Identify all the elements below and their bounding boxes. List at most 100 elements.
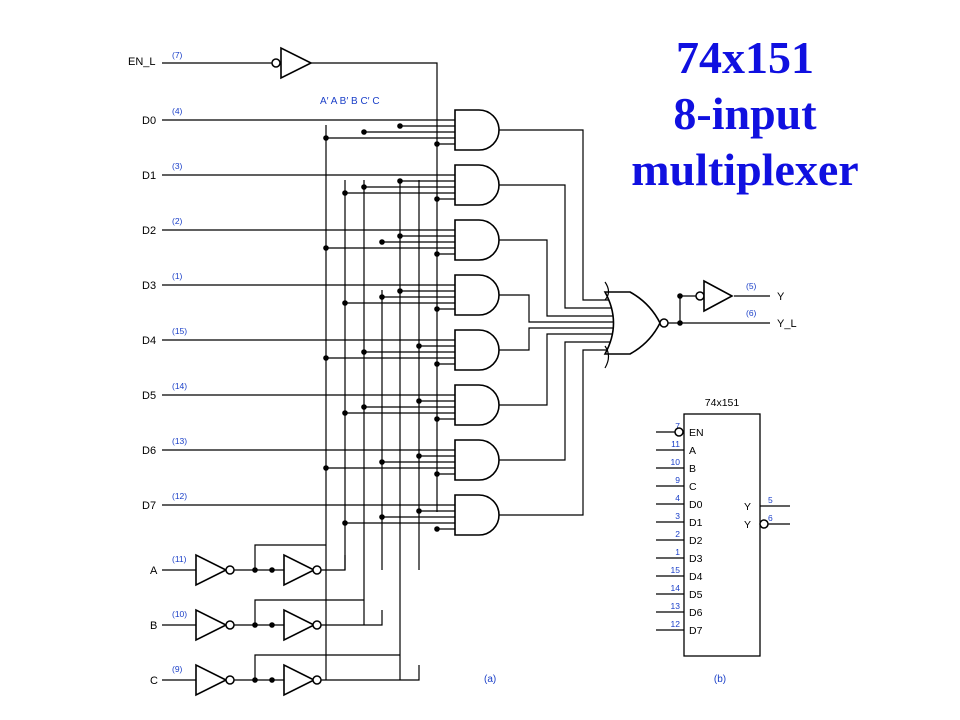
junction-dot bbox=[434, 416, 440, 422]
symbol-output-label-1: Y bbox=[744, 519, 751, 531]
nor-gate-extension bbox=[604, 281, 610, 301]
symbol-input-pin-6: 2 bbox=[675, 529, 680, 539]
junction-dot bbox=[434, 361, 440, 367]
symbol-input-pin-11: 12 bbox=[671, 619, 681, 629]
data-input-label-d2: D2 bbox=[142, 225, 156, 237]
junction-dot bbox=[269, 567, 275, 573]
caption-a: (a) bbox=[484, 674, 496, 685]
symbol-input-pin-0: 7 bbox=[675, 421, 680, 431]
symbol-body bbox=[683, 413, 761, 657]
select-input-pin-a: (11) bbox=[172, 554, 187, 564]
and-gate-d5 bbox=[454, 384, 500, 426]
symbol-input-pin-9: 14 bbox=[671, 583, 681, 593]
and-output-wire-d2 bbox=[499, 239, 615, 317]
and-output-wire-d5 bbox=[499, 333, 615, 406]
output-label-1: Y_L bbox=[777, 318, 797, 330]
symbol-input-pin-7: 1 bbox=[675, 547, 680, 557]
and-gate-d1 bbox=[454, 164, 500, 206]
select-input-label-b: B bbox=[150, 620, 157, 632]
data-input-pin-d5: (14) bbox=[172, 381, 187, 391]
y-output-inverter bbox=[703, 279, 734, 313]
symbol-input-label-1: A bbox=[689, 445, 696, 457]
select-inverter-1-0 bbox=[195, 553, 228, 587]
output-label-0: Y bbox=[777, 291, 785, 303]
symbol-en-bubble bbox=[674, 427, 684, 437]
caption-b: (b) bbox=[714, 674, 726, 685]
junction-dot bbox=[434, 251, 440, 257]
select-true-route-1 bbox=[321, 610, 383, 626]
junction-dot bbox=[397, 123, 403, 129]
symbol-input-pin-4: 4 bbox=[675, 493, 680, 503]
nor-gate-extension bbox=[604, 345, 610, 369]
select-complement-route-1 bbox=[254, 599, 364, 625]
select-inverter-bubble-2 bbox=[225, 675, 235, 685]
data-input-label-d7: D7 bbox=[142, 500, 156, 512]
select-buffer-bubble-0 bbox=[312, 565, 322, 575]
symbol-input-label-2: B bbox=[689, 463, 696, 475]
junction-dot bbox=[434, 306, 440, 312]
and-gate-d2 bbox=[454, 219, 500, 261]
title-line-2: 8-input bbox=[673, 88, 817, 139]
data-input-label-d0: D0 bbox=[142, 115, 156, 127]
y-inverter-bubble bbox=[695, 291, 705, 301]
select-complement-route-0 bbox=[254, 544, 326, 570]
enable-bus bbox=[311, 62, 438, 512]
output-pin-0: (5) bbox=[746, 281, 757, 291]
symbol-name: 74x151 bbox=[705, 397, 740, 409]
data-input-label-d1: D1 bbox=[142, 170, 156, 182]
select-input-pin-c: (9) bbox=[172, 664, 183, 674]
symbol-input-label-10: D6 bbox=[689, 607, 703, 619]
select-lines-header: A′ A B′ B C′ C bbox=[320, 96, 380, 107]
select-buffer-bubble-2 bbox=[312, 675, 322, 685]
junction-dot bbox=[434, 471, 440, 477]
junction-dot bbox=[379, 239, 385, 245]
symbol-input-pin-3: 9 bbox=[675, 475, 680, 485]
title-line-3: multiplexer bbox=[631, 144, 859, 195]
symbol-input-label-3: C bbox=[689, 481, 697, 493]
symbol-input-pin-5: 3 bbox=[675, 511, 680, 521]
symbol-input-label-5: D1 bbox=[689, 517, 703, 529]
symbol-output-bubble bbox=[759, 519, 769, 529]
symbol-input-pin-8: 15 bbox=[671, 565, 681, 575]
title-line-1: 74x151 bbox=[676, 32, 814, 83]
data-input-pin-d6: (13) bbox=[172, 436, 187, 446]
symbol-input-label-6: D2 bbox=[689, 535, 703, 547]
symbol-output-pin-0: 5 bbox=[768, 495, 773, 505]
enable-inversion-bubble bbox=[271, 58, 281, 68]
data-input-pin-d7: (12) bbox=[172, 491, 187, 501]
symbol-input-pin-10: 13 bbox=[671, 601, 681, 611]
and-output-wire-d4 bbox=[499, 327, 615, 351]
select-buffer-2-2 bbox=[283, 663, 316, 697]
and-output-wire-d0 bbox=[499, 129, 615, 301]
junction-dot bbox=[269, 677, 275, 683]
data-input-pin-d1: (3) bbox=[172, 161, 183, 171]
select-true-route-0 bbox=[321, 555, 346, 571]
junction-dot bbox=[434, 526, 440, 532]
junction-dot bbox=[677, 293, 683, 299]
symbol-input-label-9: D5 bbox=[689, 589, 703, 601]
and-output-wire-d6 bbox=[499, 341, 615, 461]
nor-gate bbox=[603, 291, 661, 355]
data-input-label-d4: D4 bbox=[142, 335, 156, 347]
slide-title: 74x151 8-input multiplexer bbox=[560, 30, 930, 198]
select-inverter-bubble-0 bbox=[225, 565, 235, 575]
data-input-pin-d0: (4) bbox=[172, 106, 183, 116]
data-input-pin-d4: (15) bbox=[172, 326, 187, 336]
and-output-wire-d3 bbox=[499, 294, 615, 323]
enable-pin-number: (7) bbox=[172, 50, 183, 60]
symbol-input-label-11: D7 bbox=[689, 625, 703, 637]
junction-dot bbox=[269, 622, 275, 628]
select-buffer-2-0 bbox=[283, 553, 316, 587]
junction-dot bbox=[434, 141, 440, 147]
symbol-input-label-8: D4 bbox=[689, 571, 703, 583]
and-gate-d3 bbox=[454, 274, 500, 316]
select-input-label-a: A bbox=[150, 565, 158, 577]
select-complement-route-2 bbox=[254, 654, 400, 680]
select-input-pin-b: (10) bbox=[172, 609, 187, 619]
and-gate-d0 bbox=[454, 109, 500, 151]
data-input-label-d6: D6 bbox=[142, 445, 156, 457]
symbol-input-label-4: D0 bbox=[689, 499, 703, 511]
symbol-input-label-0: EN bbox=[689, 427, 704, 439]
junction-dot bbox=[361, 129, 367, 135]
